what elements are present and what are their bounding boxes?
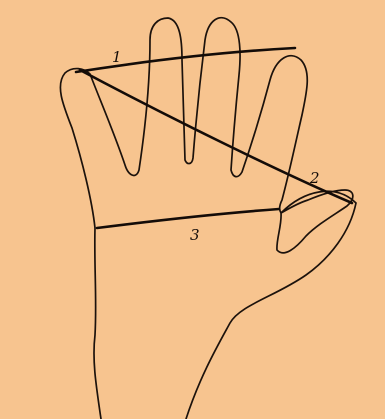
measurement-label-2: 2: [309, 169, 320, 187]
measurement-label-1: 1: [112, 48, 122, 66]
measurement-label-3: 3: [190, 226, 200, 244]
